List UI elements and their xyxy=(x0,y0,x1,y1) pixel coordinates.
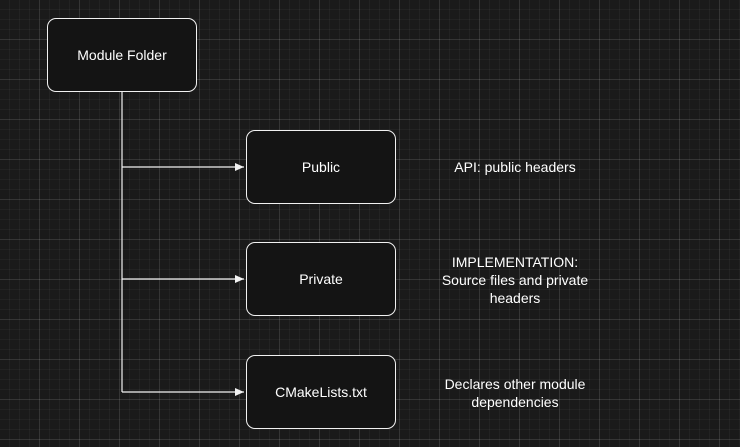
public-note: API: public headers xyxy=(454,159,576,175)
public-node[interactable]: Public xyxy=(246,130,396,204)
cmakelists-node[interactable]: CMakeLists.txt xyxy=(246,355,396,429)
private-note: IMPLEMENTATION: Source files and private… xyxy=(441,254,589,306)
cmakelists-note: Declares other module dependencies xyxy=(444,376,586,410)
cmakelists-label: CMakeLists.txt xyxy=(275,384,367,400)
module-folder-node[interactable]: Module Folder xyxy=(47,18,197,92)
private-label: Private xyxy=(299,271,343,287)
module-folder-label: Module Folder xyxy=(77,47,167,63)
private-node[interactable]: Private xyxy=(246,242,396,316)
public-label: Public xyxy=(301,159,341,175)
